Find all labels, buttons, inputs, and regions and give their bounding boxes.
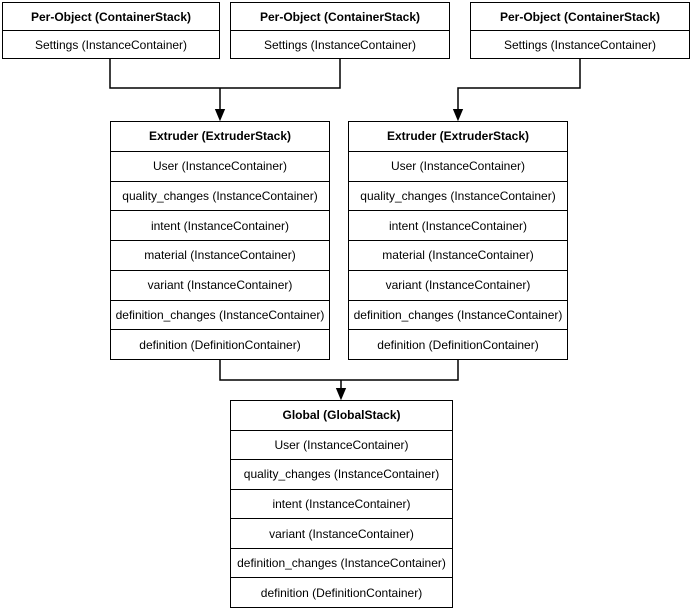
extruder-left-material-row: material (InstanceContainer) (111, 240, 329, 270)
global-stack: Global (GlobalStack) User (InstanceConta… (230, 400, 453, 608)
extruder-right-definition-row: definition (DefinitionContainer) (349, 329, 567, 359)
extruder-stack-left: Extruder (ExtruderStack) User (InstanceC… (110, 121, 330, 360)
extruder-right-quality-changes-row: quality_changes (InstanceContainer) (349, 180, 567, 211)
per-object-stack-right-title: Per-Object (ContainerStack) (499, 9, 661, 24)
extruder-left-intent-row: intent (InstanceContainer) (111, 210, 329, 240)
extruder-right-variant-row: variant (InstanceContainer) (349, 269, 567, 300)
global-definition-row: definition (DefinitionContainer) (231, 577, 452, 607)
extruder-left-variant-row: variant (InstanceContainer) (111, 269, 329, 300)
per-object-stack-middle-title: Per-Object (ContainerStack) (259, 9, 421, 24)
global-user-row: User (InstanceContainer) (231, 429, 452, 460)
global-definition-changes-row: definition_changes (InstanceContainer) (231, 547, 452, 578)
arrowhead-extruder-right (452, 109, 464, 122)
extruder-stack-right-title: Extruder (ExtruderStack) (386, 129, 530, 144)
extruder-right-intent-row: intent (InstanceContainer) (349, 210, 567, 240)
per-object-stack-middle-settings-row: Settings (InstanceContainer) (231, 30, 449, 58)
extruder-left-definition-changes-row: definition_changes (InstanceContainer) (111, 299, 329, 330)
extruder-left-user-row: User (InstanceContainer) (111, 150, 329, 181)
per-object-stack-right-settings-row: Settings (InstanceContainer) (471, 30, 689, 58)
connector-perobject-left-middle-merge (109, 59, 341, 89)
per-object-stack-right: Per-Object (ContainerStack) Settings (In… (470, 2, 690, 59)
arrowhead-global (335, 388, 347, 401)
global-stack-title: Global (GlobalStack) (282, 408, 401, 423)
arrowhead-extruder-left (214, 109, 226, 122)
global-intent-row: intent (InstanceContainer) (231, 488, 452, 519)
connector-extruders-merge (219, 360, 459, 381)
extruder-left-quality-changes-row: quality_changes (InstanceContainer) (111, 180, 329, 211)
extruder-stack-right: Extruder (ExtruderStack) User (InstanceC… (348, 121, 568, 360)
global-variant-row: variant (InstanceContainer) (231, 518, 452, 548)
per-object-stack-middle: Per-Object (ContainerStack) Settings (In… (230, 2, 450, 59)
extruder-right-user-row: User (InstanceContainer) (349, 150, 567, 181)
per-object-stack-left-title: Per-Object (ContainerStack) (30, 9, 192, 24)
per-object-stack-left-settings-row: Settings (InstanceContainer) (3, 30, 219, 58)
extruder-right-material-row: material (InstanceContainer) (349, 240, 567, 270)
global-quality-changes-row: quality_changes (InstanceContainer) (231, 459, 452, 489)
extruder-left-definition-row: definition (DefinitionContainer) (111, 329, 329, 359)
extruder-right-definition-changes-row: definition_changes (InstanceContainer) (349, 299, 567, 330)
per-object-stack-left: Per-Object (ContainerStack) Settings (In… (2, 2, 220, 59)
connector-perobject-right-elbow (457, 59, 581, 111)
extruder-stack-left-title: Extruder (ExtruderStack) (148, 129, 292, 144)
